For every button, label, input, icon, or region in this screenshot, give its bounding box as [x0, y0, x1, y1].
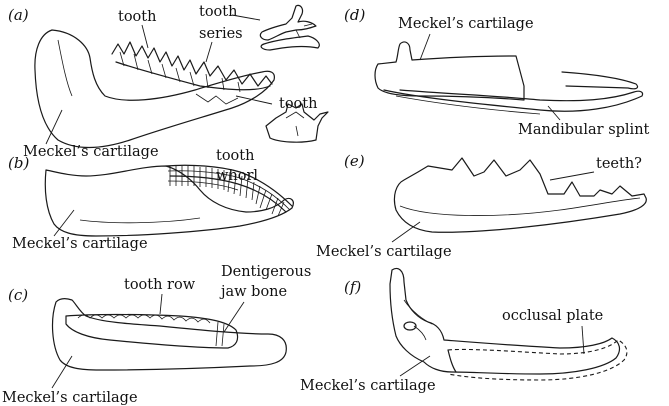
panel-b-whorl-label-2: whorl — [216, 168, 258, 184]
panel-f-occlusal-leader — [582, 326, 584, 354]
panel-a-tooth-series-label-1: tooth — [199, 4, 237, 20]
panel-a-tooth-series-inset — [260, 5, 319, 50]
panel-e-inner-line — [400, 198, 640, 216]
panel-c-meckels-label: Meckel’s cartilage — [2, 390, 138, 406]
panel-e-teeth-leader — [550, 172, 594, 180]
panel-c-dentigerous-label-1: Dentigerous — [221, 264, 311, 280]
panel-a: (a) tooth tooth series tooth — [8, 4, 328, 160]
panel-b: (b) tooth whorl Meckel’s cartilage — [8, 148, 293, 252]
panel-c: (c) tooth row Dentigerous jaw bone Mecke… — [2, 264, 311, 406]
panel-a-meckels-leader — [46, 110, 62, 144]
panel-d-splint-leader — [548, 106, 560, 120]
panel-e-tag: (e) — [344, 152, 365, 170]
panel-b-inner-line — [80, 218, 200, 223]
panel-c-jaw-outline — [53, 299, 287, 370]
panel-b-meckels-leader — [54, 210, 74, 236]
panel-c-dentigerous-label-2: jaw bone — [219, 284, 287, 300]
panel-a-jaw-outline — [35, 30, 274, 148]
panel-d-meckels-outline — [375, 42, 524, 100]
panel-d: (d) Meckel’s cartilage Mandibular splint — [344, 6, 650, 138]
panel-a-tooth-series-label-2: series — [199, 26, 243, 42]
panel-b-meckels-label: Meckel’s cartilage — [12, 236, 148, 252]
panel-e-teeth-label: teeth? — [596, 156, 642, 172]
panel-f-meckels-leader — [400, 356, 430, 376]
panel-b-whorl-label-1: tooth — [216, 148, 254, 164]
panel-c-dentigerous-leader — [224, 302, 244, 332]
panel-d-meckels-leader — [420, 34, 430, 60]
panel-f: (f) occlusal plate Meckel’s cartilage — [300, 269, 627, 395]
panel-a-inner-line — [58, 40, 72, 96]
panel-b-tag: (b) — [8, 154, 29, 172]
panel-e-meckels-leader — [392, 222, 420, 242]
panel-d-splint-label: Mandibular splint — [518, 122, 650, 138]
panel-a-meckels-label: Meckel’s cartilage — [23, 144, 159, 160]
panel-c-meckels-leader — [52, 356, 72, 388]
panel-d-rear-part — [562, 72, 638, 89]
panel-e: (e) teeth? Meckel’s cartilage — [316, 152, 646, 260]
panel-f-plate-edge — [448, 350, 456, 372]
panel-f-tag: (f) — [344, 278, 361, 296]
panel-f-meckels-label: Meckel’s cartilage — [300, 378, 436, 394]
panel-d-meckels-label: Meckel’s cartilage — [398, 16, 534, 32]
panel-c-bone-lines — [216, 322, 224, 346]
panel-e-meckels-label: Meckel’s cartilage — [316, 244, 452, 260]
panel-a-tooth-leader — [142, 25, 148, 48]
panel-a-tooth-series — [112, 42, 272, 104]
panel-a-tag: (a) — [8, 6, 29, 24]
panel-a-series-leader-down — [206, 42, 212, 62]
panel-f-occlusal-label: occlusal plate — [502, 308, 603, 324]
panel-f-inner-lines — [404, 300, 432, 340]
panel-a-tooth-label: tooth — [118, 9, 156, 25]
panel-c-tooth-row-leader — [160, 294, 162, 314]
panel-a-tooth-inset-label: tooth — [279, 96, 317, 112]
panel-a-tooth-inset-leader — [236, 96, 272, 104]
panel-c-tag: (c) — [8, 286, 28, 304]
panel-c-tooth-row-label: tooth row — [124, 277, 196, 293]
panel-d-tag: (d) — [344, 6, 365, 24]
